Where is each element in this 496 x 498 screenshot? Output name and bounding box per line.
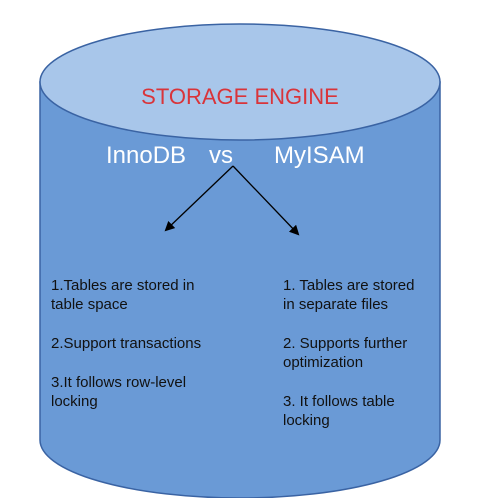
vs-label: vs — [209, 142, 233, 169]
diagram-title: STORAGE ENGINE — [141, 84, 339, 109]
myisam-feature-1: 1. Tables are stored in separate files — [283, 277, 415, 313]
innodb-features: 1.Tables are stored in table space 2.Sup… — [51, 276, 241, 431]
myisam-label: MyISAM — [274, 142, 365, 169]
innodb-feature-2: 2.Support transactions — [51, 335, 202, 352]
myisam-features: 1. Tables are stored in separate files 2… — [283, 276, 453, 450]
arrow-to-myisam-points — [232, 165, 300, 236]
myisam-feature-3: 3. It follows table locking — [283, 393, 395, 429]
innodb-feature-1: 1.Tables are stored in table space — [51, 277, 195, 313]
cylinder-top — [39, 23, 441, 141]
innodb-feature-3: 3.It follows row-level locking — [51, 374, 187, 410]
arrow-to-innodb-points — [164, 165, 234, 232]
myisam-feature-2: 2. Supports further optimization — [283, 335, 408, 371]
innodb-label: InnoDB — [106, 142, 187, 169]
